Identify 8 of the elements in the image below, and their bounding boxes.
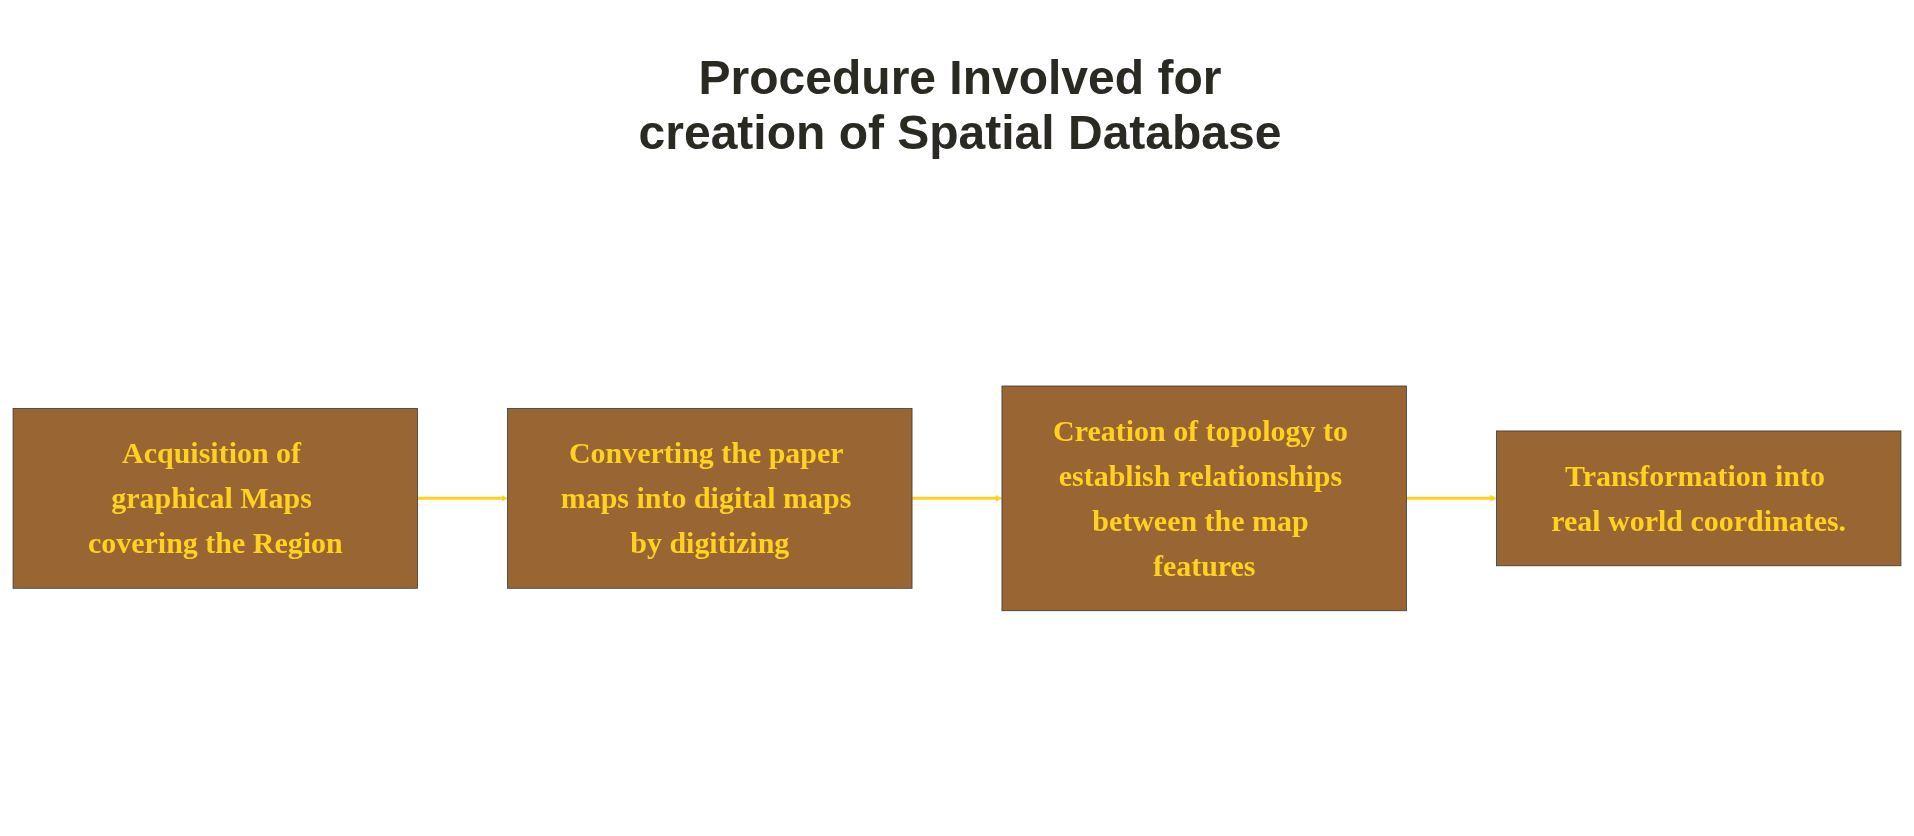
diagram-title: Procedure Involved for creation of Spatial Database [637,50,1283,161]
node-box: Creation of topology to establish relationships between the map features [1001,385,1407,611]
arrow [417,494,508,502]
arrow [1406,494,1497,502]
arrow [912,494,1003,502]
node-box: Acquisition of graphical Maps covering the Region [12,407,418,589]
node-box: Converting the paper maps into digital maps by digitizing [507,407,913,589]
node-box: Transformation into real world coordinates. [1496,430,1902,566]
